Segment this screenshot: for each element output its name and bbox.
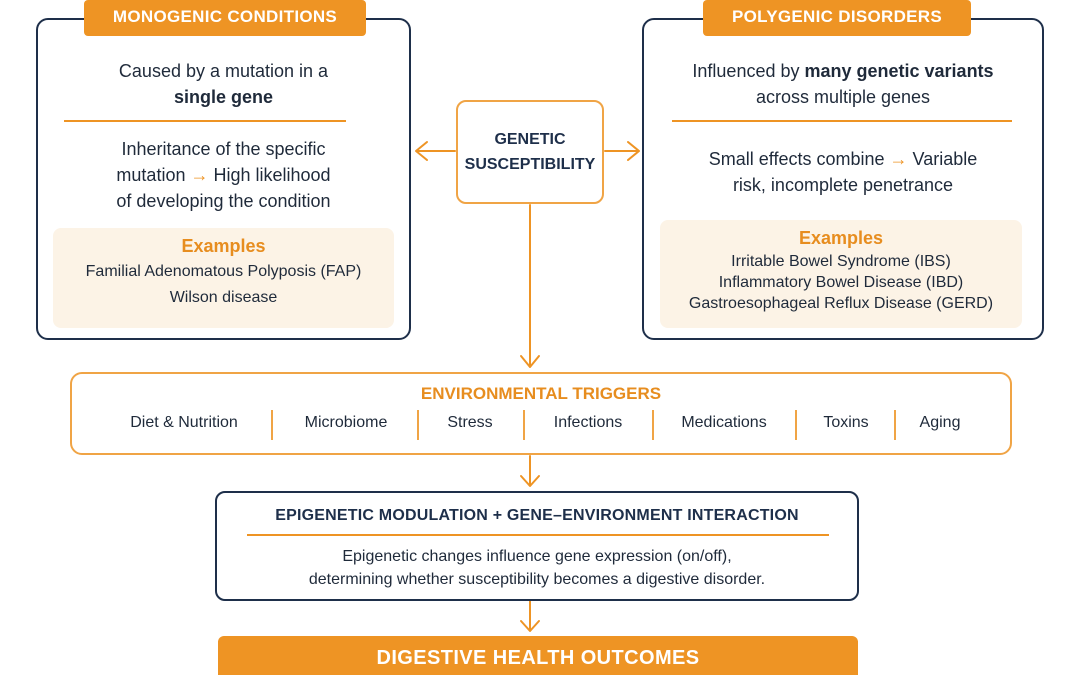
trigger-item: Diet & Nutrition (130, 414, 238, 431)
polygenic-examples: Examples Irritable Bowel Syndrome (IBS) … (660, 220, 1022, 328)
polygenic-divider (672, 120, 1012, 122)
monogenic-inheritance: Inheritance of the specific mutation → H… (38, 136, 409, 214)
arrow-right-icon: → (889, 149, 908, 169)
monogenic-desc-bold: single gene (173, 87, 274, 107)
monogenic-inherit-line2b: High likelihood (213, 165, 331, 185)
monogenic-description: Caused by a mutation in a single gene (38, 58, 409, 110)
trigger-item: Stress (447, 414, 493, 431)
trigger-separator (652, 410, 654, 440)
monogenic-inherit-line3: of developing the condition (116, 191, 331, 211)
trigger-item: Medications (681, 414, 767, 431)
monogenic-card: Caused by a mutation in a single gene In… (36, 18, 411, 340)
polygenic-desc-line2: across multiple genes (755, 87, 931, 107)
arrow-to-polygenic-head (627, 141, 640, 161)
monogenic-inherit-line1: Inheritance of the specific (121, 139, 326, 159)
arrow-to-monogenic-head (415, 141, 428, 161)
trigger-separator (523, 410, 525, 440)
arrow-to-environment-head (520, 355, 540, 368)
polygenic-example-item: Inflammatory Bowel Disease (IBD) (718, 274, 964, 291)
epigenetic-title: EPIGENETIC MODULATION + GENE–ENVIRONMENT… (275, 507, 799, 524)
environmental-triggers-box: ENVIRONMENTAL TRIGGERS Diet & Nutrition … (70, 372, 1012, 455)
genetic-susceptibility-line1: GENETIC (494, 131, 566, 148)
trigger-separator (417, 410, 419, 440)
genetic-susceptibility-line2: SUSCEPTIBILITY (464, 156, 596, 173)
trigger-separator (795, 410, 797, 440)
monogenic-desc-line1: Caused by a mutation in a (118, 61, 329, 81)
monogenic-divider (64, 120, 346, 122)
polygenic-tag: POLYGENIC DISORDERS (703, 0, 971, 36)
polygenic-example-item: Irritable Bowel Syndrome (IBS) (731, 253, 951, 270)
trigger-separator (271, 410, 273, 440)
polygenic-desc-line1: Influenced by many genetic variants (644, 58, 1042, 84)
environmental-triggers-title: ENVIRONMENTAL TRIGGERS (420, 384, 662, 403)
polygenic-description: Influenced by many genetic variants acro… (644, 58, 1042, 110)
polygenic-desc-bold: many genetic variants (804, 61, 994, 81)
polygenic-example-item: Gastroesophageal Reflux Disease (GERD) (688, 295, 994, 312)
genetic-susceptibility-box: GENETIC SUSCEPTIBILITY (456, 100, 604, 204)
trigger-item: Microbiome (304, 414, 388, 431)
trigger-item: Aging (919, 414, 961, 431)
epigenetic-line1: Epigenetic changes influence gene expres… (342, 548, 732, 565)
digestive-health-outcomes: DIGESTIVE HEALTH OUTCOMES (218, 636, 858, 675)
epigenetic-line2: determining whether susceptibility becom… (308, 571, 766, 588)
arrow-to-epigenetic-head (520, 475, 540, 487)
polygenic-effect-line2: risk, incomplete penetrance (732, 175, 954, 195)
monogenic-examples-title: Examples (181, 236, 266, 256)
arrow-right-icon: → (190, 165, 209, 185)
polygenic-effects: Small effects combine → Variable risk, i… (644, 146, 1042, 198)
environmental-triggers-list: Diet & Nutrition Microbiome Stress Infec… (72, 410, 1010, 440)
monogenic-example-item: Wilson disease (169, 289, 278, 306)
polygenic-effect-line1b: Variable (912, 149, 978, 169)
polygenic-card: Influenced by many genetic variants acro… (642, 18, 1044, 340)
trigger-separator (894, 410, 896, 440)
polygenic-effect-line1: Small effects combine → Variable (644, 146, 1042, 172)
epigenetic-box: EPIGENETIC MODULATION + GENE–ENVIRONMENT… (215, 491, 859, 601)
epigenetic-divider (247, 534, 829, 536)
trigger-item: Toxins (823, 414, 869, 431)
monogenic-tag: MONOGENIC CONDITIONS (84, 0, 366, 36)
arrow-to-outcome-head (520, 620, 540, 632)
polygenic-effect-line1a: Small effects combine (708, 149, 885, 169)
trigger-item: Infections (553, 414, 623, 431)
monogenic-inherit-line2a: mutation (116, 165, 186, 185)
epigenetic-body: Epigenetic changes influence gene expres… (217, 545, 857, 591)
polygenic-desc-a: Influenced by (692, 61, 805, 81)
monogenic-inherit-line2: mutation → High likelihood (38, 162, 409, 188)
monogenic-example-item: Familial Adenomatous Polyposis (FAP) (85, 263, 362, 280)
polygenic-examples-title: Examples (798, 228, 884, 248)
monogenic-examples: Examples Familial Adenomatous Polyposis … (53, 228, 394, 328)
